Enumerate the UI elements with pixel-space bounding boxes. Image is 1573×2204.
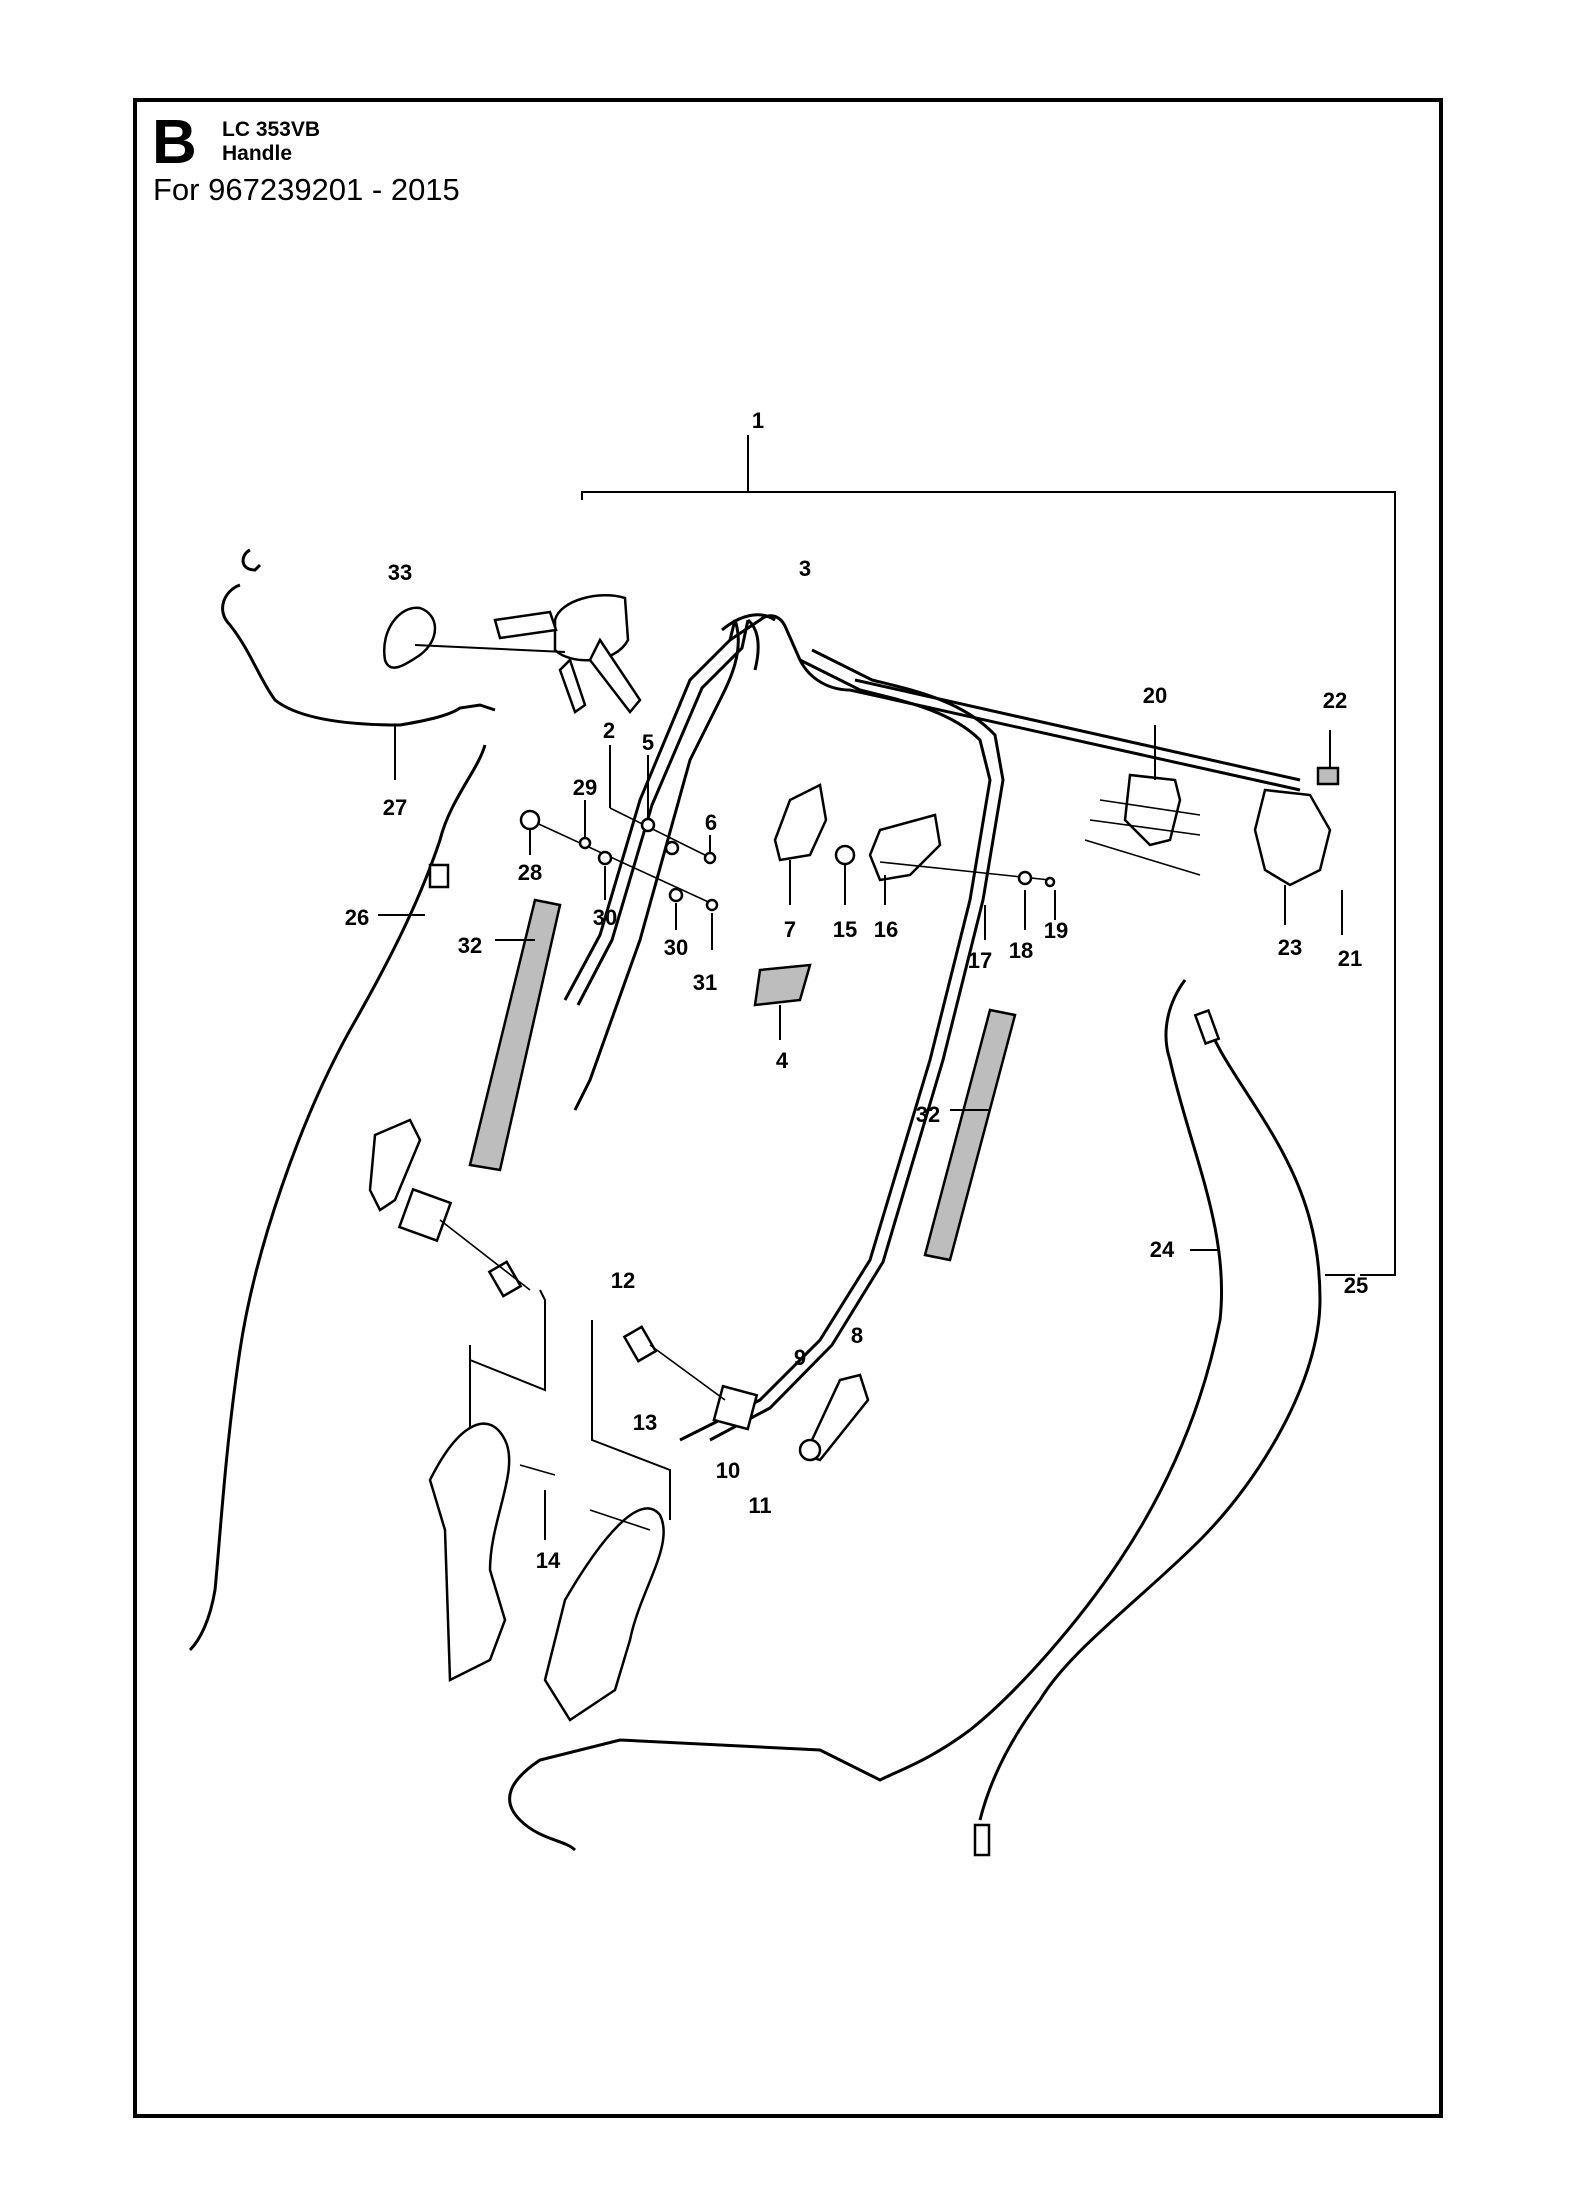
callout-27: 27 bbox=[383, 795, 407, 820]
callout-16: 16 bbox=[874, 917, 898, 942]
section-name: Handle bbox=[222, 142, 293, 165]
callout-4: 4 bbox=[776, 1048, 789, 1073]
handle-tube bbox=[563, 613, 1301, 1442]
part-32-grip-left bbox=[468, 898, 562, 1172]
part-27-cable bbox=[221, 548, 496, 780]
callout-labels: 1 2 3 4 5 6 7 8 9 10 11 12 13 14 15 16 1… bbox=[345, 408, 1368, 1573]
model-name: LC 353VB bbox=[222, 118, 321, 141]
part-4-label bbox=[753, 963, 812, 1040]
callout-19: 19 bbox=[1044, 918, 1068, 943]
fasteners-group bbox=[519, 745, 719, 950]
part-25-cable bbox=[973, 1008, 1355, 1857]
callout-28: 28 bbox=[518, 860, 542, 885]
callout-30b: 30 bbox=[664, 935, 688, 960]
part-24-cable bbox=[508, 979, 1224, 1852]
control-lever bbox=[493, 594, 642, 714]
callout-24: 24 bbox=[1150, 1237, 1175, 1262]
callout-21: 21 bbox=[1338, 946, 1362, 971]
callout-22: 22 bbox=[1323, 688, 1347, 713]
callout-8: 8 bbox=[851, 1323, 863, 1348]
callout-7: 7 bbox=[784, 917, 796, 942]
callout-14: 14 bbox=[536, 1548, 561, 1573]
right-pivot-assembly bbox=[591, 1320, 870, 1520]
section-letter: B bbox=[152, 108, 197, 177]
callout-32a: 32 bbox=[458, 933, 482, 958]
left-pivot-assembly bbox=[368, 1118, 546, 1440]
callout-13: 13 bbox=[633, 1410, 657, 1435]
callout-20: 20 bbox=[1143, 683, 1167, 708]
diagram-frame bbox=[133, 98, 1443, 2118]
applicability-text: For 967239201 - 2015 bbox=[153, 172, 460, 207]
callout-33: 33 bbox=[388, 560, 412, 585]
callout-18: 18 bbox=[1009, 938, 1033, 963]
callout-31: 31 bbox=[693, 970, 717, 995]
callout-23: 23 bbox=[1278, 935, 1302, 960]
callout-5: 5 bbox=[642, 730, 654, 755]
assembly-bracket bbox=[581, 435, 1396, 1276]
parts-7-15-16 bbox=[773, 783, 942, 905]
callout-11: 11 bbox=[748, 1493, 771, 1518]
part-26-cable bbox=[188, 744, 487, 1652]
callout-9: 9 bbox=[794, 1345, 806, 1370]
part-33-cover bbox=[382, 606, 566, 669]
callout-29: 29 bbox=[573, 775, 597, 800]
callout-12: 12 bbox=[611, 1268, 635, 1293]
parts-20-23-bracket bbox=[1084, 725, 1343, 935]
callout-1: 1 bbox=[752, 408, 764, 433]
callout-15: 15 bbox=[833, 917, 857, 942]
callout-17: 17 bbox=[968, 948, 992, 973]
callout-26: 26 bbox=[345, 905, 369, 930]
callout-6: 6 bbox=[705, 810, 717, 835]
part-14-bracket-right bbox=[543, 1507, 665, 1722]
callout-10: 10 bbox=[716, 1458, 740, 1483]
part-14-bracket-left bbox=[428, 1422, 556, 1682]
parts-17-18-19 bbox=[879, 861, 1056, 940]
callout-32b: 32 bbox=[916, 1102, 940, 1127]
callout-2: 2 bbox=[603, 718, 615, 743]
callout-30a: 30 bbox=[593, 905, 617, 930]
callout-3: 3 bbox=[799, 556, 811, 581]
callout-25: 25 bbox=[1344, 1273, 1368, 1298]
part-32-grip-right bbox=[923, 1008, 1017, 1262]
